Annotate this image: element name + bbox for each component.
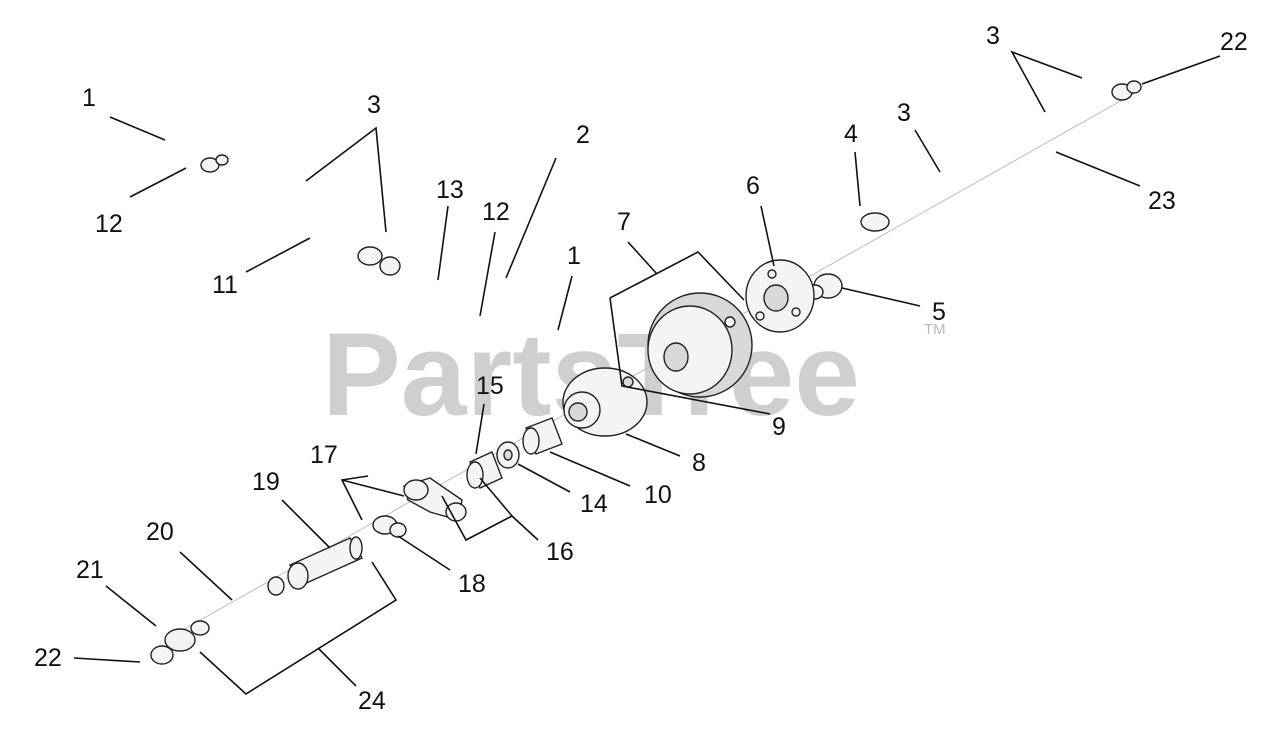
callout-6: 6 <box>746 172 760 200</box>
callout-1-upper-left: 1 <box>82 84 96 112</box>
callout-20: 20 <box>146 518 174 546</box>
part-cover-plate-6 <box>745 259 815 333</box>
callout-5: 5 <box>932 298 946 326</box>
callout-3-top-right: 3 <box>986 22 1000 50</box>
callout-1-center: 1 <box>567 242 581 270</box>
callout-2: 2 <box>576 121 590 149</box>
callout-15: 15 <box>476 372 504 400</box>
part-nut-11 <box>357 246 401 276</box>
callout-16: 16 <box>546 538 574 566</box>
part-washer-12-top <box>200 154 229 173</box>
callout-22-lower-left: 22 <box>34 644 62 672</box>
callout-14: 14 <box>580 490 608 518</box>
callout-22-top-right: 22 <box>1220 28 1248 56</box>
callout-3-left: 3 <box>367 91 381 119</box>
callout-11: 11 <box>212 271 238 299</box>
callouts: 1 12 3 11 13 12 2 1 7 6 4 3 3 22 23 5 9 … <box>34 22 1248 715</box>
part-ring-18 <box>372 515 407 538</box>
watermark-tm: TM <box>924 321 946 338</box>
part-gear-7 <box>647 292 753 398</box>
callout-21: 21 <box>76 556 104 584</box>
callout-13: 13 <box>436 176 464 204</box>
part-spacer-4 <box>860 212 890 232</box>
callout-8: 8 <box>692 449 706 477</box>
part-bracket-17 <box>403 477 467 522</box>
callout-19: 19 <box>252 468 280 496</box>
callout-10: 10 <box>644 481 672 509</box>
leader-lines <box>73 50 1221 696</box>
part-bolt-upper-right-22 <box>1111 80 1142 101</box>
part-shaft-19 <box>287 536 364 590</box>
part-washer-20 <box>267 576 285 596</box>
part-housing-8 <box>562 367 648 437</box>
parts <box>150 80 1142 665</box>
callout-23: 23 <box>1148 187 1176 215</box>
callout-3-right: 3 <box>897 99 911 127</box>
callout-4: 4 <box>844 120 858 148</box>
part-bolt-lower-21-22 <box>150 620 210 665</box>
callout-24: 24 <box>358 687 386 715</box>
callout-12-upper-left: 12 <box>95 210 123 238</box>
part-bushing-15 <box>466 451 503 489</box>
part-sleeve-10 <box>522 417 563 455</box>
callout-17: 17 <box>310 441 338 469</box>
callout-9: 9 <box>772 413 786 441</box>
callout-18: 18 <box>458 570 486 598</box>
callout-12-center: 12 <box>482 198 510 226</box>
callout-7: 7 <box>617 208 631 236</box>
part-washer-14 <box>496 441 520 469</box>
